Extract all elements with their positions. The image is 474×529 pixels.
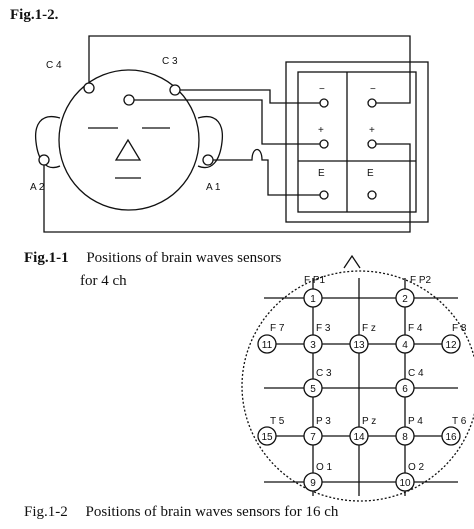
label-c3: C 3 (316, 368, 332, 379)
amplifier-panel-inner (297, 71, 417, 213)
electrode-15: 15 (257, 426, 277, 446)
wire-c4 (88, 35, 411, 104)
electrode-16-label: 16 (445, 432, 457, 443)
terminal-plus-right (367, 139, 377, 149)
caption-fig-1-1: Fig.1-1 Positions of brain waves sensors (24, 250, 281, 267)
electrode-4: 4 (395, 334, 415, 354)
label-p3: P 3 (316, 416, 331, 427)
head-circle (58, 69, 200, 211)
label-c3-4ch: C 3 (162, 56, 178, 67)
montage-16ch (241, 254, 474, 502)
caption-fig-1-2-text: Positions of brain waves sensors for 16 … (85, 504, 339, 520)
figure-heading: Fig.1-2. (10, 7, 59, 23)
electrode-c3 (169, 84, 181, 96)
amplifier-panel (285, 61, 429, 223)
electrode-4-label: 4 (402, 340, 408, 351)
electrode-15-label: 15 (261, 432, 273, 443)
electrode-10: 10 (395, 472, 415, 492)
electrode-8: 8 (395, 426, 415, 446)
electrode-2: 2 (395, 288, 415, 308)
terminal-e-right (367, 190, 377, 200)
electrode-7: 7 (303, 426, 323, 446)
label-f3: F 3 (316, 323, 331, 334)
electrode-5: 5 (303, 378, 323, 398)
nose-marker (343, 254, 361, 269)
electrode-13: 13 (349, 334, 369, 354)
label-f4: F 4 (408, 323, 423, 334)
terminal-e-left (319, 190, 329, 200)
caption-fig-1-1-text: Positions of brain waves sensors (86, 250, 282, 266)
electrode-3-label: 3 (310, 340, 316, 351)
panel-minus-left: − (319, 84, 325, 95)
panel-plus-right: + (369, 125, 375, 136)
label-f7: F 7 (270, 323, 285, 334)
electrode-14: 14 (349, 426, 369, 446)
terminal-minus-left (319, 98, 329, 108)
label-c4-4ch: C 4 (46, 60, 62, 71)
electrode-c4 (83, 82, 95, 94)
label-a2-4ch: A 2 (30, 182, 45, 193)
wire-a1 (213, 148, 320, 196)
electrode-11-label: 11 (262, 340, 273, 351)
label-t5: T 5 (270, 416, 285, 427)
electrode-10-label: 10 (399, 478, 411, 489)
right-ear (197, 116, 224, 169)
left-ear (34, 116, 61, 169)
panel-e-left: E (318, 168, 325, 179)
head-outline (34, 69, 224, 211)
label-pz: P z (362, 416, 376, 427)
wire-center (134, 99, 320, 145)
label-fp2: F P2 (410, 275, 432, 286)
panel-minus-right: − (370, 84, 376, 95)
label-fz: F z (362, 323, 376, 334)
electrode-5-label: 5 (310, 384, 316, 395)
electrode-11: 11 (257, 334, 277, 354)
panel-e-right: E (367, 168, 374, 179)
electrode-center (123, 94, 135, 106)
electrode-1: 1 (303, 288, 323, 308)
wire-a2 (43, 143, 411, 233)
electrode-3: 3 (303, 334, 323, 354)
nose (114, 138, 142, 161)
electrode-9-label: 9 (310, 478, 316, 489)
electrode-12-label: 12 (445, 340, 457, 351)
label-p4: P 4 (408, 416, 423, 427)
label-o2: O 2 (408, 462, 425, 473)
caption-fig-1-2: Fig.1-2 Positions of brain waves sensors… (24, 504, 338, 521)
electrode-16: 16 (441, 426, 461, 446)
electrode-6-label: 6 (402, 384, 408, 395)
label-fp1: F P1 (304, 275, 326, 286)
electrode-7-label: 7 (310, 432, 316, 443)
panel-plus-left: + (318, 125, 324, 136)
electrode-a1 (202, 154, 214, 166)
electrode-12: 12 (441, 334, 461, 354)
head-outline-16ch (241, 270, 474, 502)
label-a1-4ch: A 1 (206, 182, 221, 193)
caption-fig-1-1-line2: for 4 ch (80, 273, 127, 289)
electrode-9: 9 (303, 472, 323, 492)
wire-c3 (180, 89, 320, 104)
caption-fig-1-1-prefix: Fig.1-1 (24, 250, 69, 266)
terminal-minus-right (367, 98, 377, 108)
electrode-8-label: 8 (402, 432, 408, 443)
electrode-2-label: 2 (402, 294, 408, 305)
electrode-a2 (38, 154, 50, 166)
electrode-6: 6 (395, 378, 415, 398)
label-f8: F 8 (452, 323, 467, 334)
caption-fig-1-2-prefix: Fig.1-2 (24, 504, 68, 520)
label-o1: O 1 (316, 462, 333, 473)
electrode-14-label: 14 (353, 432, 365, 443)
terminal-plus-left (319, 139, 329, 149)
label-t6: T 6 (452, 416, 467, 427)
label-c4: C 4 (408, 368, 424, 379)
electrode-13-label: 13 (353, 340, 365, 351)
electrode-1-label: 1 (310, 294, 316, 305)
